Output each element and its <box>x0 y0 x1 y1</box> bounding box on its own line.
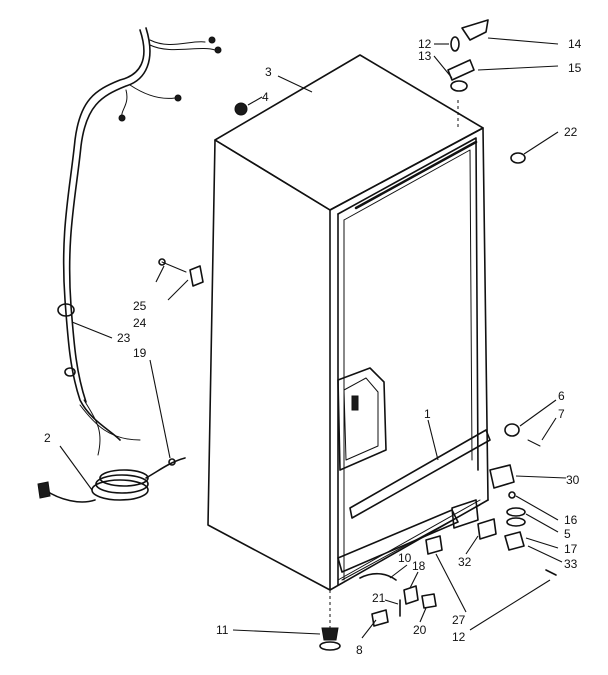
label-part-8: 8 <box>356 643 363 657</box>
label-part-27: 27 <box>452 613 466 627</box>
label-part-20: 20 <box>413 623 427 637</box>
label-part-23: 23 <box>117 331 131 345</box>
label-part-21: 21 <box>372 591 386 605</box>
label-part-6: 6 <box>558 389 565 403</box>
leader-lines <box>59 37 567 639</box>
label-part-10: 10 <box>398 551 412 565</box>
label-part-3: 3 <box>265 65 272 79</box>
label-part-24: 24 <box>133 316 147 330</box>
label-part-19: 19 <box>133 346 147 360</box>
label-part-13: 13 <box>418 49 432 63</box>
label-part-32: 32 <box>458 555 472 569</box>
cabinet <box>207 54 491 630</box>
label-part-18: 18 <box>412 559 426 573</box>
part-labels: 3 4 12 13 14 15 22 1 6 7 30 16 5 17 33 3… <box>44 37 582 657</box>
label-part-11: 11 <box>216 623 229 637</box>
label-part-16: 16 <box>564 513 578 527</box>
label-part-25: 25 <box>133 299 147 313</box>
label-part-7: 7 <box>558 407 565 421</box>
power-cord <box>37 457 186 503</box>
label-part-17: 17 <box>564 542 578 556</box>
label-part-12-top: 12 <box>418 37 432 51</box>
label-part-15: 15 <box>568 61 582 75</box>
label-part-30: 30 <box>566 473 580 487</box>
label-part-1: 1 <box>424 407 431 421</box>
wiring-harness <box>57 27 222 456</box>
label-part-14: 14 <box>568 37 582 51</box>
label-part-2: 2 <box>44 431 51 445</box>
label-part-5: 5 <box>564 527 571 541</box>
label-part-33: 33 <box>564 557 578 571</box>
small-parts <box>158 19 557 651</box>
label-part-12-bottom: 12 <box>452 630 466 644</box>
label-part-22: 22 <box>564 125 578 139</box>
label-part-4: 4 <box>262 90 269 104</box>
